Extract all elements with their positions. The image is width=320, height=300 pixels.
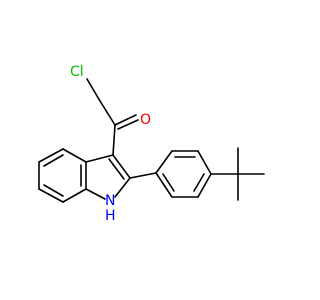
- bond-aryl-3: [197, 150, 212, 175]
- bond-c3-c2-1: [112, 154, 131, 179]
- bond-c4-c5-1: [38, 148, 64, 163]
- bond-cl-ch2: [86, 78, 101, 102]
- bond-c4-c5-2: [43, 154, 64, 167]
- bond-carbonyl-oxygen-1: [114, 114, 137, 126]
- bond-c2-aryl: [129, 172, 157, 179]
- bond-lines: [38, 78, 265, 203]
- bond-ch2-carbonyl: [99, 100, 116, 126]
- atom-label-hydrogen: H: [105, 208, 116, 224]
- atom-label-chlorine: Cl: [70, 64, 84, 80]
- bond-aryl-6: [155, 172, 173, 198]
- bond-c3a-c4: [62, 148, 87, 163]
- bond-c2-n1: [114, 177, 131, 198]
- bond-aryl-4: [197, 173, 212, 198]
- bond-c3-c3a: [85, 154, 114, 163]
- bond-c6-c7-1: [38, 188, 64, 203]
- molecule-canvas: Cl O N H: [38, 64, 265, 224]
- bond-aryl-1: [155, 150, 173, 174]
- bond-n1-c7a: [85, 188, 106, 200]
- bond-carbonyl-oxygen-2: [117, 119, 139, 130]
- atom-label-oxygen: O: [140, 112, 151, 128]
- molecule-structure: Cl O N H: [38, 64, 265, 224]
- bond-aryl-inner-2: [193, 173, 205, 192]
- bond-c7-c7a: [62, 188, 87, 203]
- bond-c6-c7-2: [43, 184, 64, 197]
- bond-carbonyl-indole: [112, 124, 116, 156]
- bond-c3-c2-2: [108, 158, 125, 180]
- atom-label-nitrogen: N: [105, 193, 115, 209]
- bond-aryl-inner-3: [162, 173, 175, 192]
